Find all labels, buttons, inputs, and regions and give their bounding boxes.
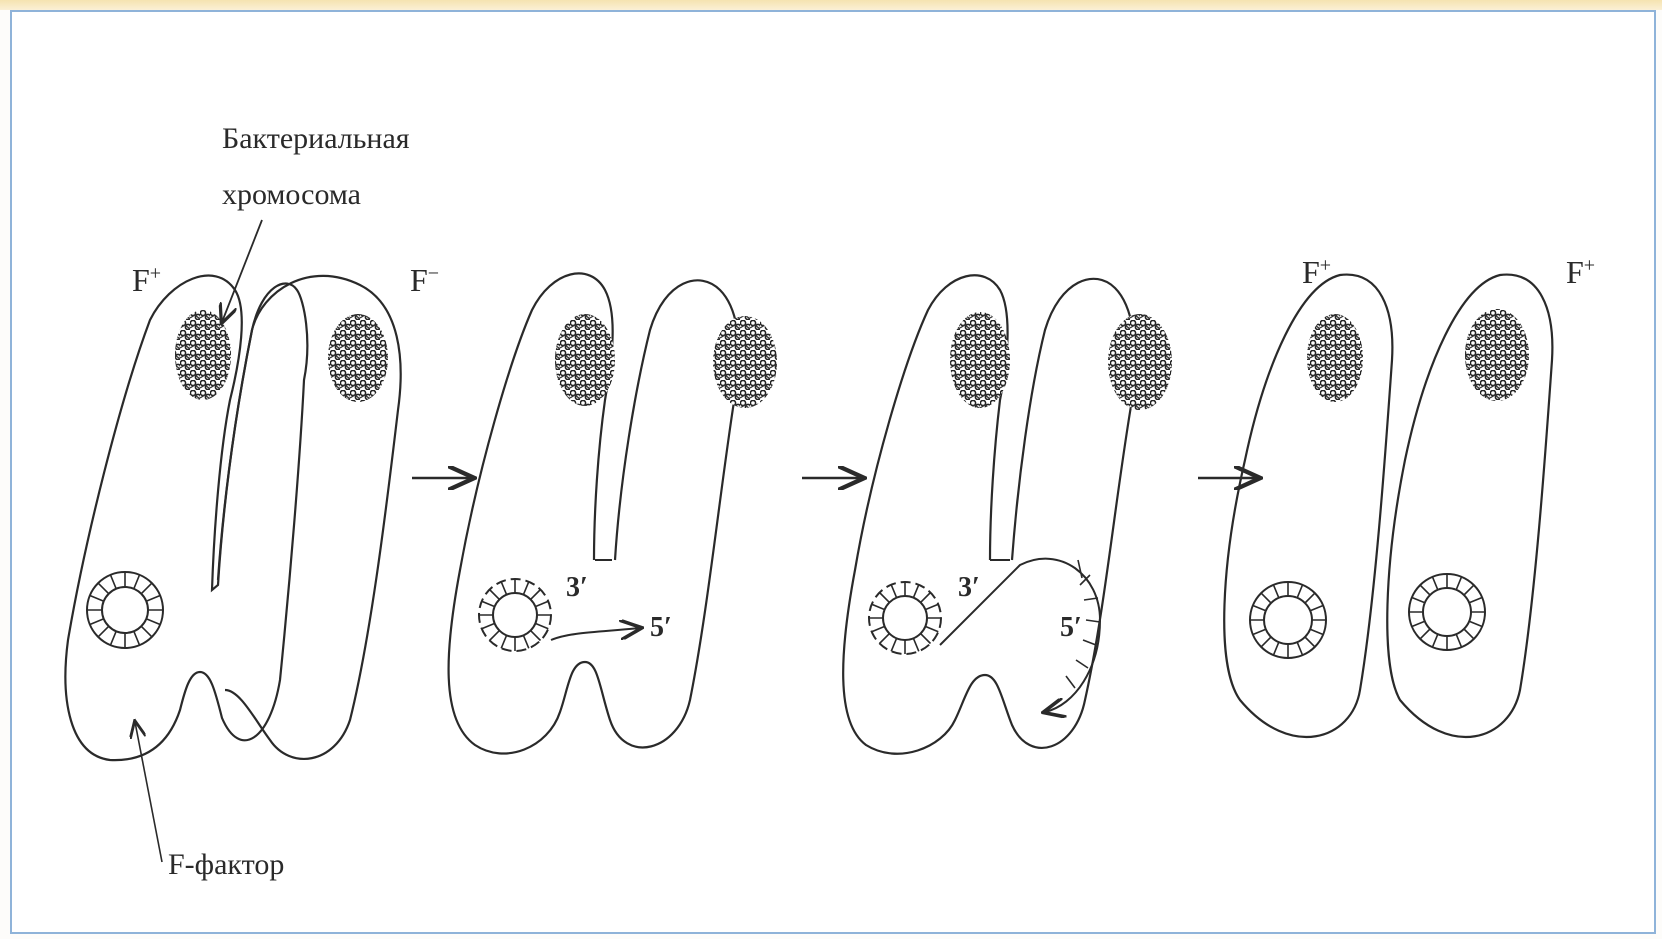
ring-teeth: [479, 579, 551, 651]
chromosome-left-4: [1307, 314, 1363, 402]
f-factor-pointer-arrow: [135, 722, 162, 862]
f-factor-label: F-фактор: [168, 848, 284, 882]
dna-transfer-arrow-2: [551, 628, 640, 640]
chromosome-recipient-3: [1108, 314, 1172, 410]
chromosome-f-minus-1: [328, 314, 388, 402]
f-plus-label-left-4: F+: [1302, 254, 1331, 291]
chromosome-right-4: [1465, 309, 1529, 401]
three-prime-label-2: 3′: [566, 572, 588, 604]
chromosome-recipient-2: [713, 316, 777, 408]
five-prime-label-2: 5′: [650, 612, 672, 644]
f-factor-ring-left-4: [1250, 582, 1326, 658]
chromosome-label-line1: Бактериальная: [222, 122, 410, 156]
f-minus-label-1: F−: [410, 262, 439, 299]
f-plus-label-right-4: F+: [1566, 254, 1595, 291]
three-prime-label-3: 3′: [958, 572, 980, 604]
five-prime-label-3: 5′: [1060, 612, 1082, 644]
chromosome-f-plus-1: [175, 310, 231, 400]
ring-teeth: [1250, 582, 1326, 658]
chromosome-pointer-arrow: [222, 220, 262, 322]
chromosome-donor-2: [555, 314, 615, 406]
f-plus-label-1: F+: [132, 262, 161, 299]
ring-teeth: [1409, 574, 1485, 650]
stage-4: [1224, 275, 1552, 737]
chromosome-donor-3: [950, 312, 1010, 408]
f-factor-ring-3: [869, 582, 941, 654]
stage-1: [65, 220, 400, 862]
f-factor-ring-2: [479, 579, 551, 651]
cell-left-4: [1224, 275, 1392, 737]
ring-teeth: [87, 572, 163, 648]
f-factor-ring-right-4: [1409, 574, 1485, 650]
stage-2: [449, 273, 777, 753]
chromosome-label-line2: хромосома: [222, 178, 361, 212]
f-factor-ring-1: [87, 572, 163, 648]
ring-teeth: [869, 582, 941, 654]
stage-3: [843, 275, 1172, 753]
